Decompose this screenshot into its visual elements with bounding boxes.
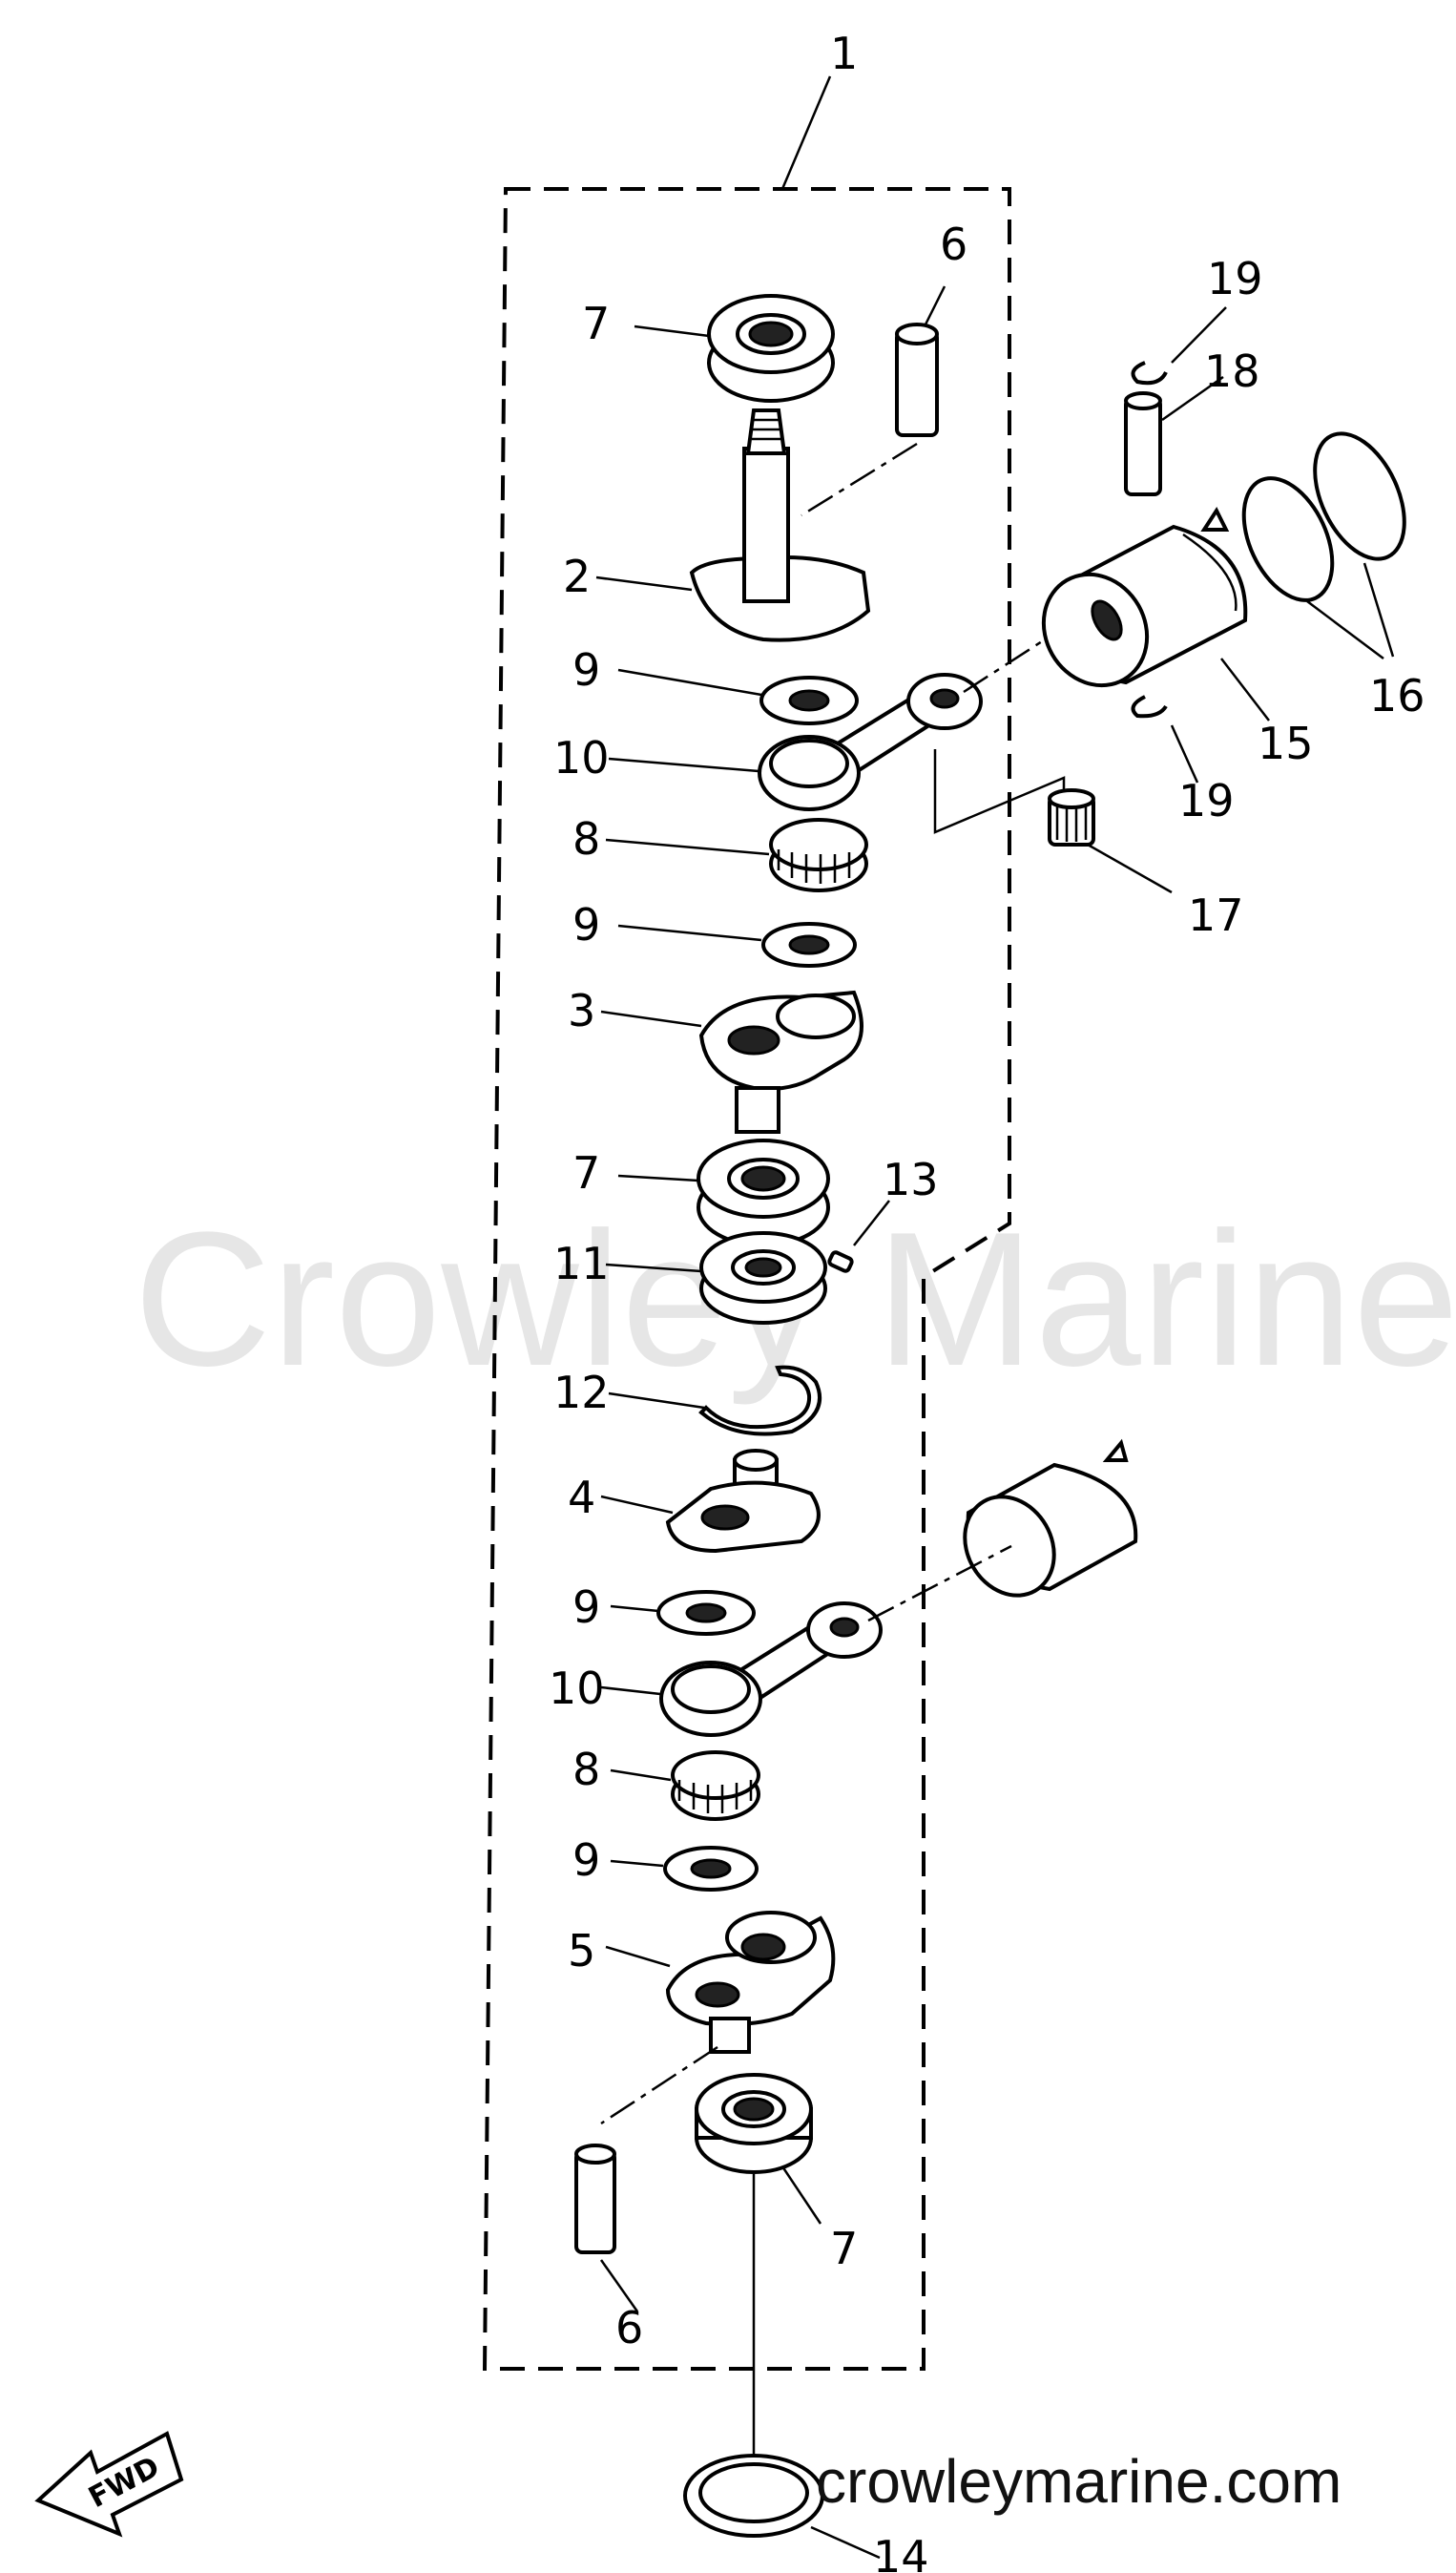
callout-9-3: 9	[572, 1581, 600, 1633]
small-end-needle-bearing	[1048, 788, 1095, 847]
callout-10-lower: 10	[549, 1663, 605, 1714]
crankshaft-assembly-boundary	[482, 187, 1011, 2371]
ball-bearing-middle	[697, 1139, 830, 1247]
oil-seal-housing	[699, 1231, 827, 1325]
leader-9d	[610, 1859, 664, 1868]
leader-9a	[617, 668, 762, 697]
thrust-washer-1	[759, 676, 859, 725]
crank-web-4	[665, 1449, 821, 1554]
leader-11	[605, 1263, 702, 1273]
callout-4: 4	[568, 1472, 595, 1523]
piston-pin-clip-top	[1131, 361, 1168, 386]
dowel-centerline-bottom	[600, 2045, 718, 2125]
callout-19-bottom: 19	[1178, 775, 1235, 826]
piston-upper	[1041, 506, 1248, 688]
thrust-washer-3	[656, 1590, 756, 1636]
needle-bearing-upper	[769, 818, 868, 892]
leader-7c	[780, 2165, 822, 2225]
callout-9-1: 9	[572, 644, 600, 696]
callout-14: 14	[873, 2531, 929, 2573]
piston-pin	[1124, 391, 1162, 496]
callout-6-top: 6	[940, 219, 967, 270]
callout-13: 13	[883, 1154, 939, 1205]
needle-bearing-lower	[671, 1750, 760, 1821]
website-url: crowleymarine.com	[816, 2447, 1342, 2516]
leader-8b	[610, 1768, 672, 1782]
piston-lower	[963, 1438, 1138, 1598]
leader-10a	[608, 757, 759, 773]
forward-direction-arrow: FWD	[34, 2431, 184, 2538]
leader-13	[853, 1200, 890, 1246]
dowel-centerline-top	[801, 442, 918, 517]
thrust-washer-4	[663, 1846, 759, 1892]
leader-7b	[617, 1174, 699, 1182]
callout-7-top: 7	[582, 298, 610, 349]
callout-5: 5	[568, 1925, 595, 1977]
bearing-assembly-line	[933, 749, 1066, 834]
callout-15: 15	[1258, 718, 1314, 769]
callout-6-bottom: 6	[615, 2302, 643, 2353]
oil-seal-ring	[683, 2454, 824, 2538]
callout-10-upper: 10	[553, 732, 610, 784]
ball-bearing-bottom	[695, 2073, 813, 2174]
leader-9c	[610, 1604, 659, 1613]
locating-pin	[827, 1250, 854, 1273]
callout-18: 18	[1204, 345, 1260, 397]
callout-11: 11	[553, 1238, 610, 1289]
callout-8-lower: 8	[572, 1744, 600, 1795]
callout-8-upper: 8	[572, 813, 600, 865]
leader-8a	[605, 838, 770, 856]
leader-5	[605, 1945, 671, 1968]
callout-7-middle: 7	[572, 1147, 600, 1199]
leader-1	[780, 75, 832, 190]
leader-12	[608, 1391, 705, 1410]
thrust-washer-2	[761, 922, 857, 968]
callout-19-top: 19	[1207, 253, 1263, 304]
leader-6b	[599, 2259, 639, 2312]
callout-7-bottom: 7	[830, 2223, 858, 2274]
callout-16: 16	[1369, 670, 1425, 722]
callout-2: 2	[563, 551, 591, 602]
connecting-rod-upper	[758, 673, 983, 811]
leader-14	[810, 2525, 881, 2560]
leader-10b	[600, 1685, 661, 1696]
leader-18	[1161, 375, 1224, 422]
rod-piston-centerline	[963, 595, 1113, 694]
piston-pin-clip-bottom	[1131, 695, 1168, 719]
leader-9b	[617, 924, 762, 942]
callout-9-4: 9	[572, 1834, 600, 1886]
rod-piston-centerline-lower	[867, 1544, 1012, 1622]
leader-2	[595, 575, 693, 592]
leader-3	[600, 1010, 702, 1028]
leader-17	[1087, 843, 1173, 894]
crank-web-5	[665, 1911, 836, 2054]
dowel-pin-bottom	[574, 2144, 616, 2254]
callout-3: 3	[568, 985, 595, 1036]
dowel-pin-top	[895, 323, 939, 437]
piston-rings	[1241, 431, 1406, 602]
crank-web-3	[698, 990, 863, 1134]
callout-17: 17	[1188, 889, 1244, 941]
leader-6a	[924, 285, 946, 325]
circlip	[698, 1365, 822, 1436]
leader-16a	[1306, 600, 1384, 659]
callout-12: 12	[553, 1367, 610, 1418]
leader-7a	[634, 324, 710, 338]
crankshaft-upper-section	[689, 408, 871, 642]
leader-19a	[1171, 306, 1227, 364]
callout-9-2: 9	[572, 899, 600, 951]
connecting-rod-lower	[659, 1601, 883, 1737]
leader-4	[600, 1495, 674, 1515]
ball-bearing-top	[707, 294, 835, 403]
leader-16b	[1362, 562, 1395, 658]
leader-15	[1220, 658, 1270, 722]
callout-1: 1	[830, 28, 858, 79]
leader-19b	[1170, 724, 1199, 784]
